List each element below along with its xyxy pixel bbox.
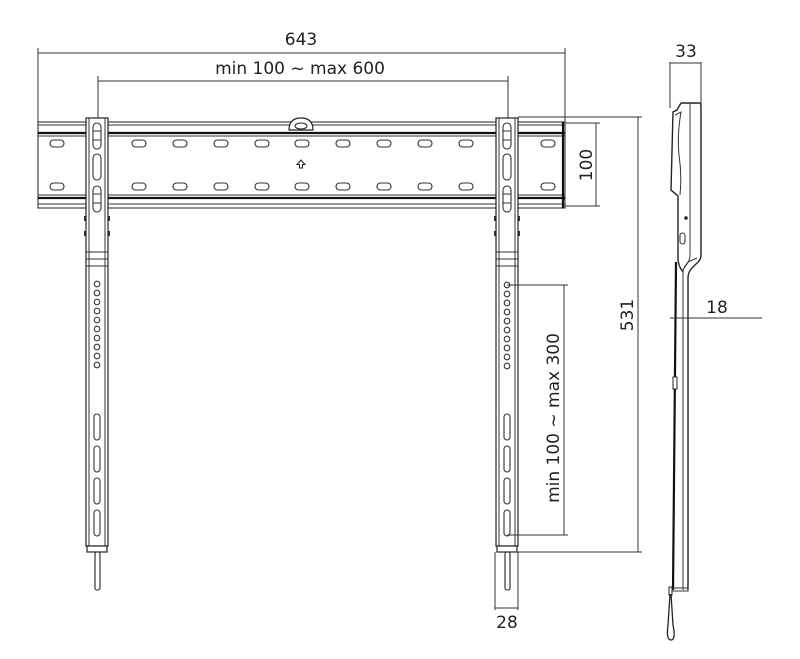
left-arm [84,117,110,591]
wall-plate [37,117,566,209]
max-depth-label: 33 [675,42,697,62]
arm-width-label: 28 [496,613,518,633]
dimension-horizontal-spacing: min 100 ~ max 600 [97,59,509,118]
dimension-vertical-spacing: min 100 ~ max 300 [507,284,568,536]
overall-height-label: 531 [618,299,638,331]
min-depth-label: 18 [706,298,728,318]
plate-height-label: 100 [577,149,597,181]
right-arm [494,117,520,591]
horizontal-spacing-label: min 100 ~ max 600 [215,59,385,79]
vertical-spacing-label: min 100 ~ max 300 [544,333,564,503]
dimension-overall-width: 643 [37,30,566,122]
dimension-overall-height: 531 [518,116,642,553]
up-arrow-icon [295,159,307,169]
side-view: 33 18 [666,42,762,641]
overall-width-label: 643 [285,30,317,50]
plate-slots-top [49,139,556,148]
dimension-arm-width: 28 [494,552,519,633]
plate-slots-bottom [49,182,556,191]
left-arm-holes [93,280,101,369]
right-arm-holes [503,281,511,370]
dimension-plate-height: 100 [565,122,600,207]
level-indicator-icon [288,117,314,131]
